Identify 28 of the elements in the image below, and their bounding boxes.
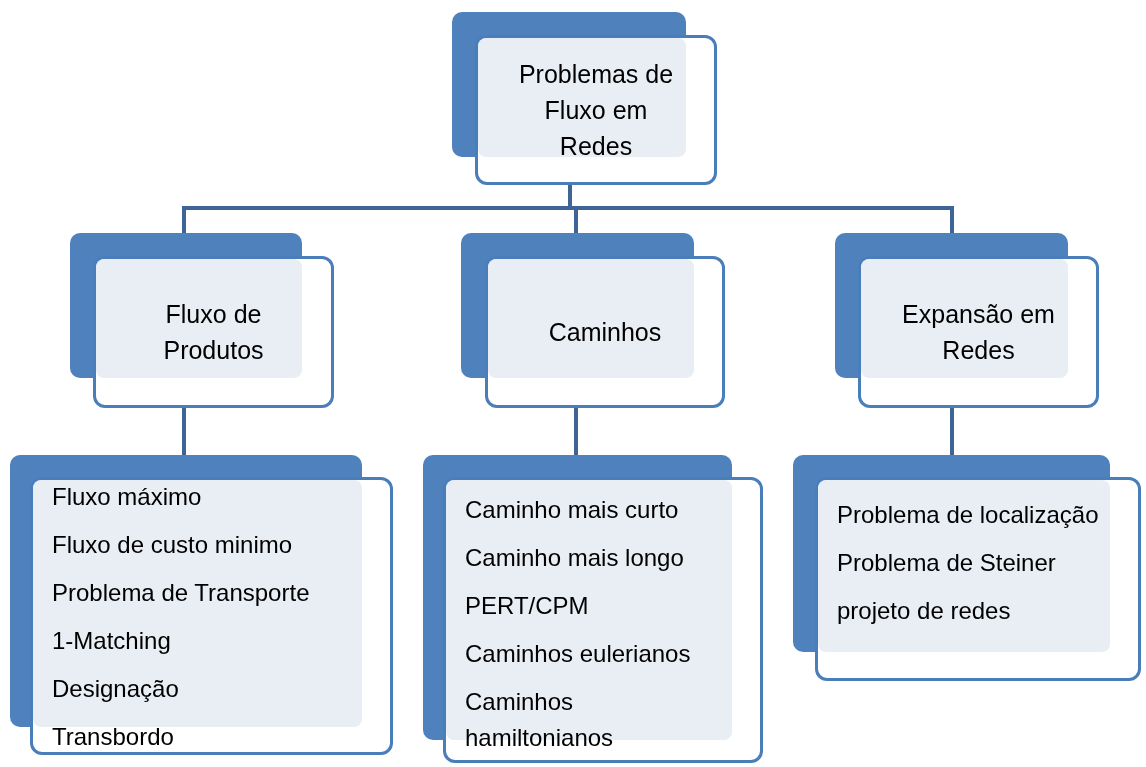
list-item: Caminhos hamiltonianos bbox=[465, 687, 615, 753]
list-box bbox=[423, 455, 763, 763]
category-label: Fluxo de Produtos bbox=[162, 299, 265, 366]
category-box bbox=[452, 12, 717, 185]
list-item: Problema de Transporte bbox=[52, 578, 311, 608]
list-item: Problema de Steiner bbox=[837, 548, 1057, 578]
list-box bbox=[10, 455, 393, 755]
connector-line bbox=[182, 408, 186, 455]
list-item: Fluxo de custo minimo bbox=[52, 530, 294, 560]
list-item: Caminho mais curto bbox=[465, 495, 680, 525]
list-item: Caminhos eulerianos bbox=[465, 639, 692, 669]
list-item: projeto de redes bbox=[837, 596, 1012, 626]
category-label: Problemas de Fluxo em Redes bbox=[518, 59, 674, 162]
list-item: Fluxo máximo bbox=[52, 482, 203, 512]
connector-line bbox=[950, 408, 954, 455]
list-item: Problema de localização bbox=[837, 500, 1100, 530]
list-item: PERT/CPM bbox=[465, 591, 590, 621]
category-box bbox=[461, 233, 725, 408]
category-box bbox=[835, 233, 1099, 408]
list-item: Designação bbox=[52, 674, 180, 704]
connector-line bbox=[574, 408, 578, 455]
category-box bbox=[70, 233, 334, 408]
list-box bbox=[793, 455, 1141, 681]
list-item: Transbordo bbox=[52, 722, 175, 752]
list-item: Caminho mais longo bbox=[465, 543, 685, 573]
list-item: 1-Matching bbox=[52, 626, 172, 656]
category-label: Expansão em Redes bbox=[901, 299, 1056, 366]
category-label: Caminhos bbox=[548, 317, 662, 348]
